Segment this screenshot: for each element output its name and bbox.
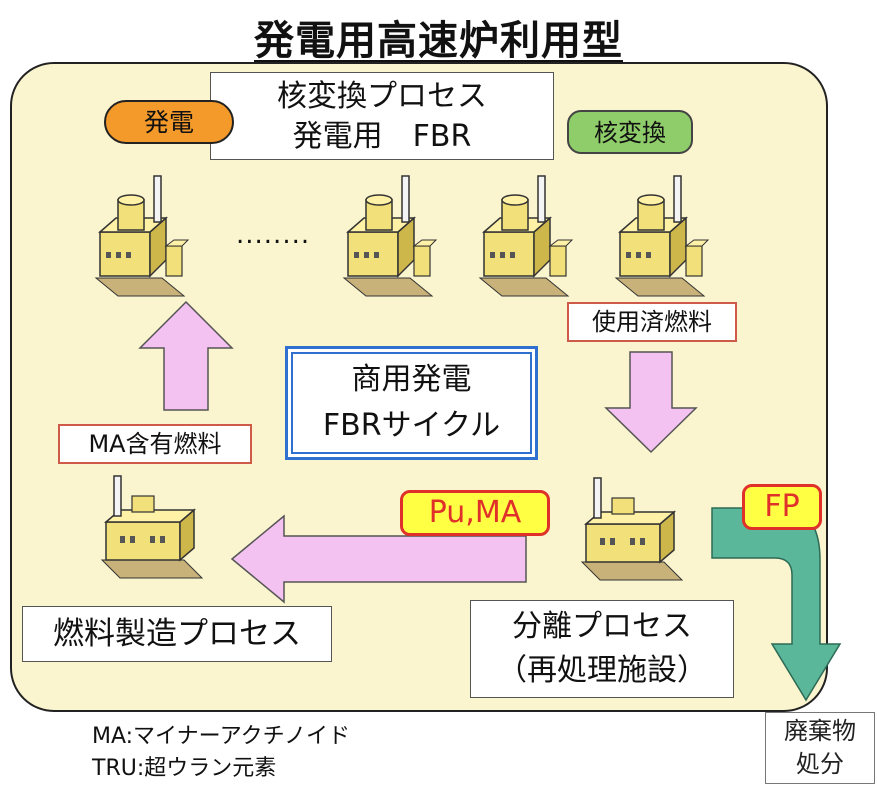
separation-process-box: 分離プロセス （再処理施設） [470, 600, 734, 698]
arrow-left-pu-ma [230, 514, 527, 604]
power-generation-badge: 発電 [104, 100, 234, 144]
diagram-title: 発電用高速炉利用型 [254, 18, 623, 64]
fbr-cycle-center-box: 商用発電 FBRサイクル [285, 346, 538, 460]
reprocessing-facility-label: （再処理施設） [497, 653, 707, 688]
fbr-plant-3 [479, 175, 573, 297]
arrow-down-spent-fuel [604, 351, 698, 454]
fbr-plant-1 [95, 175, 189, 297]
separation-process-label: 分離プロセス [512, 609, 692, 644]
legend-ma: MA:マイナーアクチノイド [92, 724, 350, 749]
fuel-fabrication-plant [101, 475, 203, 579]
waste-disposal-box: 廃棄物 処分 [765, 712, 875, 784]
waste-label: 廃棄物 [784, 717, 856, 745]
transmutation-process-label: 核変換プロセス [277, 79, 487, 114]
commercial-power-label: 商用発電 [351, 362, 472, 397]
reprocessing-plant [581, 477, 683, 581]
fuel-fabrication-box: 燃料製造プロセス [22, 606, 332, 662]
arrow-up-ma-fuel [138, 300, 234, 411]
fbr-plant-4 [615, 175, 709, 297]
spent-fuel-label: 使用済燃料 [567, 302, 737, 342]
fbr-cycle-label: FBRサイクル [322, 408, 501, 443]
fbr-plant-2 [343, 175, 437, 297]
transmutation-badge: 核変換 [567, 110, 693, 154]
disposal-label: 処分 [796, 750, 844, 778]
transmutation-process-box: 核変換プロセス 発電用 FBR [210, 72, 554, 160]
fp-tag: FP [742, 484, 822, 530]
ma-fuel-label: MA含有燃料 [58, 424, 252, 464]
power-fbr-label: 発電用 FBR [292, 119, 472, 154]
legend-tru: TRU:超ウラン元素 [92, 756, 277, 781]
ellipsis-dots: ........ [236, 220, 311, 250]
pu-ma-tag: Pu,MA [400, 490, 550, 536]
